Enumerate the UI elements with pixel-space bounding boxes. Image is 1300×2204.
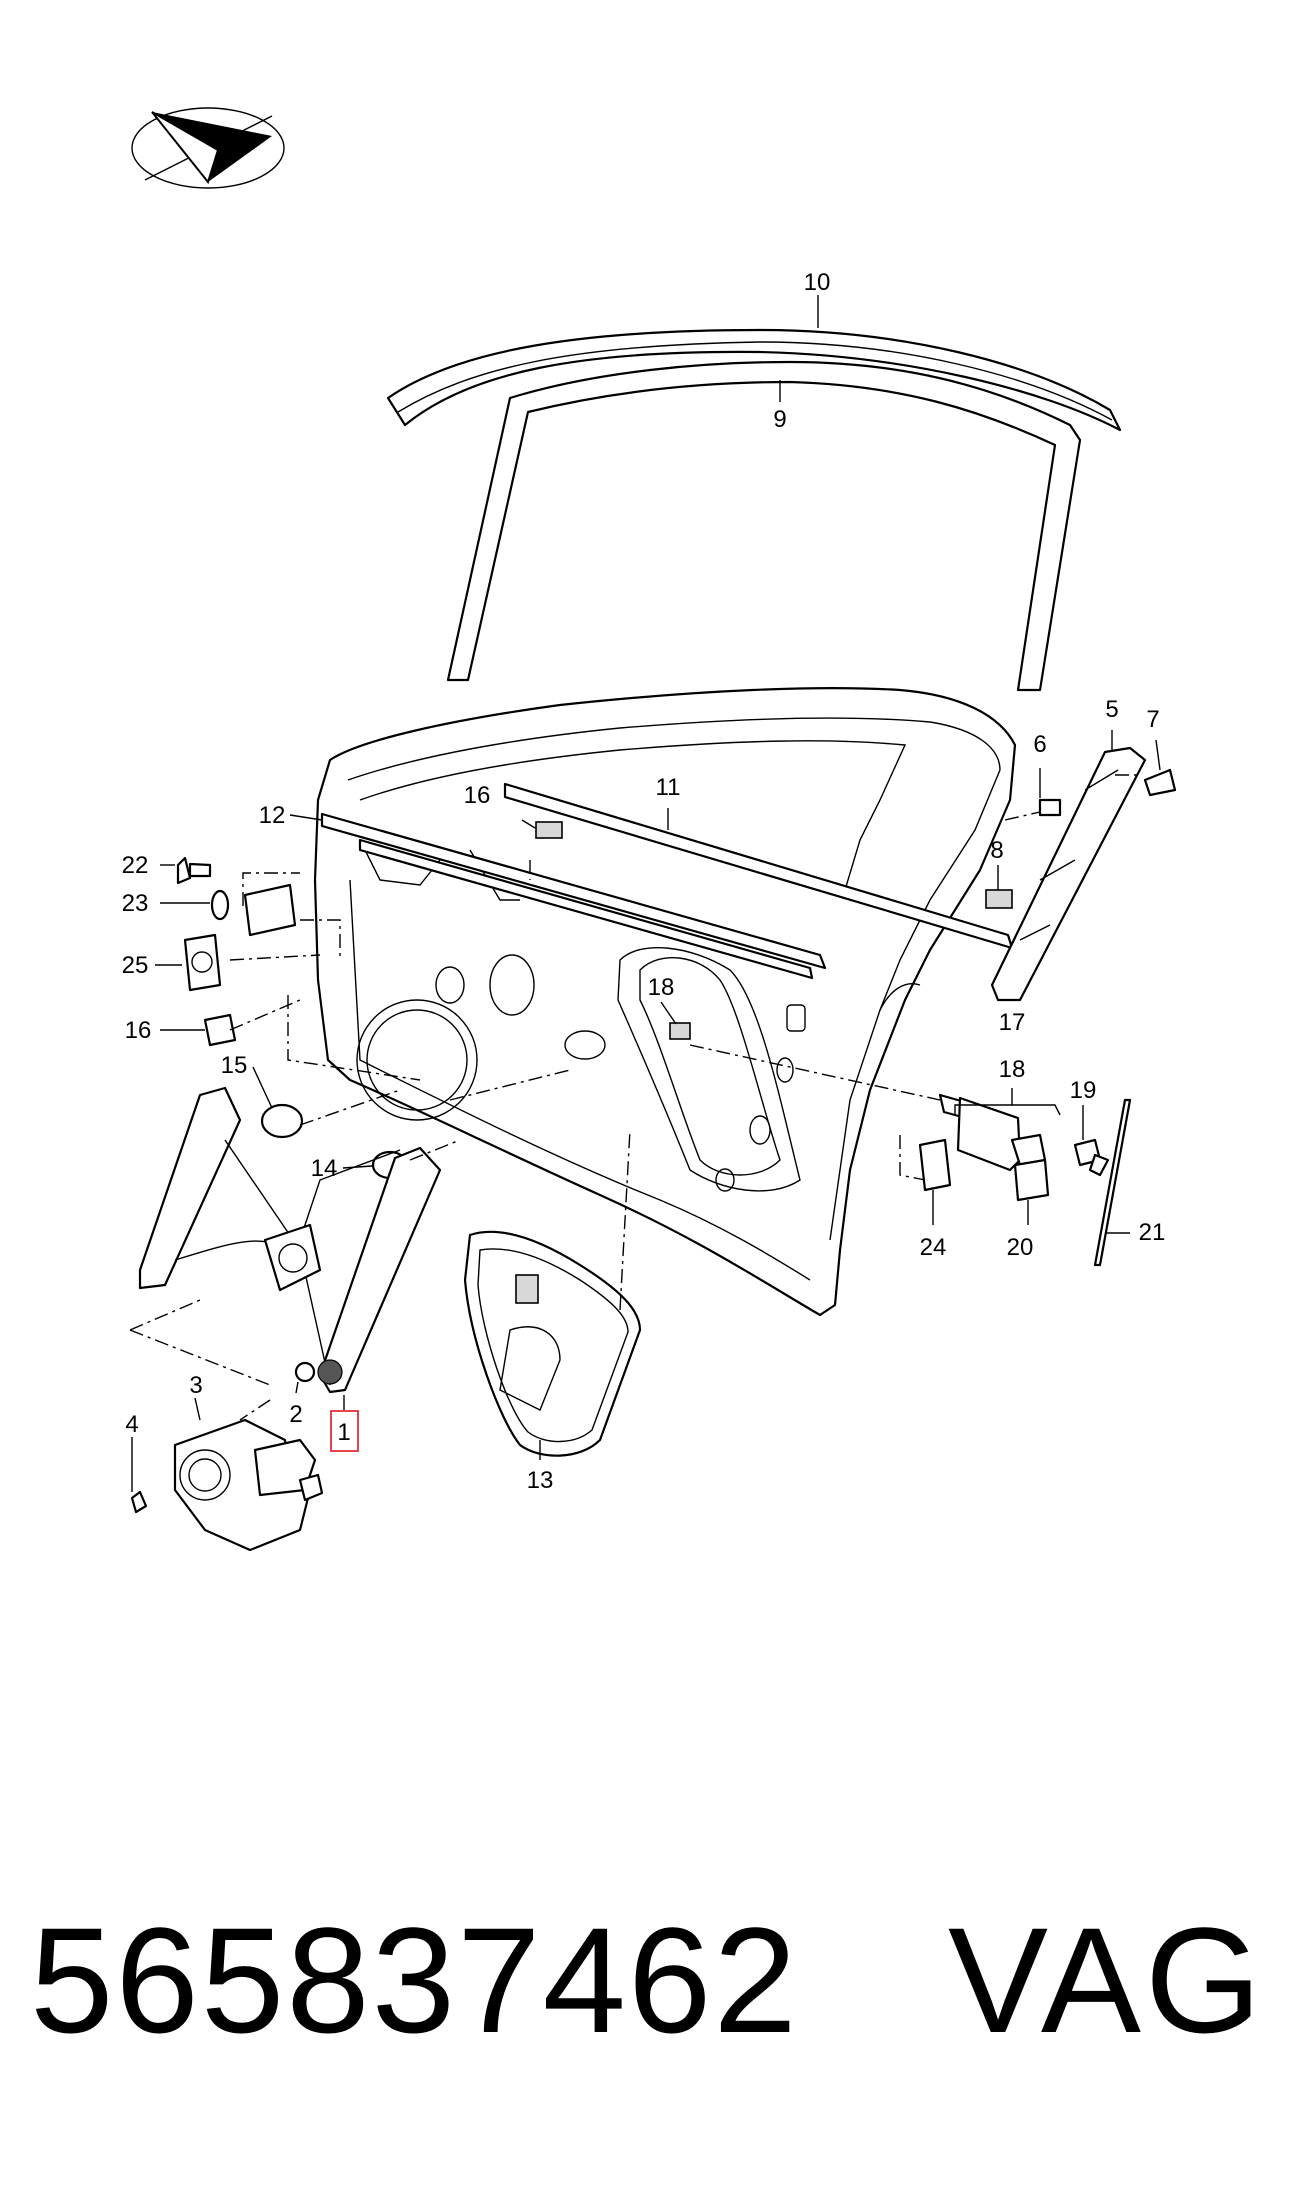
clip-18 bbox=[669, 1022, 691, 1040]
callout-23: 23 bbox=[122, 890, 149, 917]
callout-21: 21 bbox=[1139, 1219, 1166, 1246]
window-channel bbox=[446, 360, 1082, 692]
plug-23 bbox=[210, 889, 230, 921]
rear-channel-trim bbox=[990, 746, 1147, 1002]
callout-15: 15 bbox=[221, 1052, 248, 1079]
callout-6: 6 bbox=[1033, 731, 1046, 758]
callout-9: 9 bbox=[773, 406, 786, 433]
door-shell bbox=[313, 687, 1017, 1317]
callout-24: 24 bbox=[920, 1234, 947, 1261]
assembly-lines bbox=[129, 774, 1140, 1421]
callout-17: 17 bbox=[999, 1009, 1026, 1036]
callout-4: 4 bbox=[125, 1411, 138, 1438]
bracket-24 bbox=[918, 1138, 952, 1192]
callout-3: 3 bbox=[189, 1372, 202, 1399]
callout-25: 25 bbox=[122, 952, 149, 979]
callout-2: 2 bbox=[289, 1401, 302, 1428]
seal-21 bbox=[1093, 1098, 1132, 1267]
callout-11: 11 bbox=[656, 774, 681, 801]
clip-16-upper bbox=[535, 821, 563, 839]
sill-seal bbox=[320, 812, 827, 980]
latch-rod-17 bbox=[938, 1093, 1047, 1172]
bolt-22 bbox=[176, 856, 212, 885]
clip-bracket bbox=[243, 883, 297, 937]
callout-20: 20 bbox=[1007, 1234, 1034, 1261]
callout-13: 13 bbox=[527, 1467, 554, 1494]
screw-4 bbox=[130, 1490, 148, 1514]
clip-20 bbox=[1013, 1158, 1050, 1202]
door-membrane bbox=[463, 1230, 642, 1457]
mount-25 bbox=[183, 933, 222, 992]
callout-10: 10 bbox=[804, 269, 831, 296]
grommet-15 bbox=[260, 1103, 304, 1139]
leader-lines bbox=[131, 295, 1161, 1492]
footer: 565837462 VAG bbox=[0, 1880, 1300, 2080]
callout-22: 22 bbox=[122, 852, 149, 879]
brand-label: VAG bbox=[948, 1896, 1266, 2064]
clip-6 bbox=[1038, 798, 1062, 817]
screw-7 bbox=[1143, 768, 1177, 797]
window-regulator bbox=[138, 1086, 442, 1394]
paper-plane-logo bbox=[131, 107, 285, 189]
callout-16-upper: 16 bbox=[464, 782, 491, 809]
part-number: 565837462 bbox=[30, 1896, 799, 2064]
pin-21 bbox=[1088, 1153, 1110, 1177]
callout-18: 18 bbox=[999, 1056, 1026, 1083]
callout-7: 7 bbox=[1146, 706, 1159, 733]
window-motor bbox=[173, 1418, 324, 1552]
nut-16 bbox=[203, 1013, 237, 1047]
highlight-box bbox=[330, 1410, 359, 1452]
callout-5: 5 bbox=[1105, 696, 1118, 723]
callout-8: 8 bbox=[990, 837, 1003, 864]
callout-12: 12 bbox=[259, 802, 286, 829]
clip-8 bbox=[985, 889, 1013, 909]
callout-16-lower: 16 bbox=[125, 1017, 152, 1044]
window-frame-seal bbox=[386, 328, 1122, 432]
callout-1: 1 bbox=[337, 1419, 350, 1446]
callout-18-door: 18 bbox=[648, 974, 675, 1001]
callout-14: 14 bbox=[311, 1155, 338, 1182]
callout-19: 19 bbox=[1070, 1077, 1097, 1104]
callout-labels: 10 9 11 16 12 6 5 7 8 18 17 18 19 24 20 … bbox=[122, 269, 1166, 1494]
